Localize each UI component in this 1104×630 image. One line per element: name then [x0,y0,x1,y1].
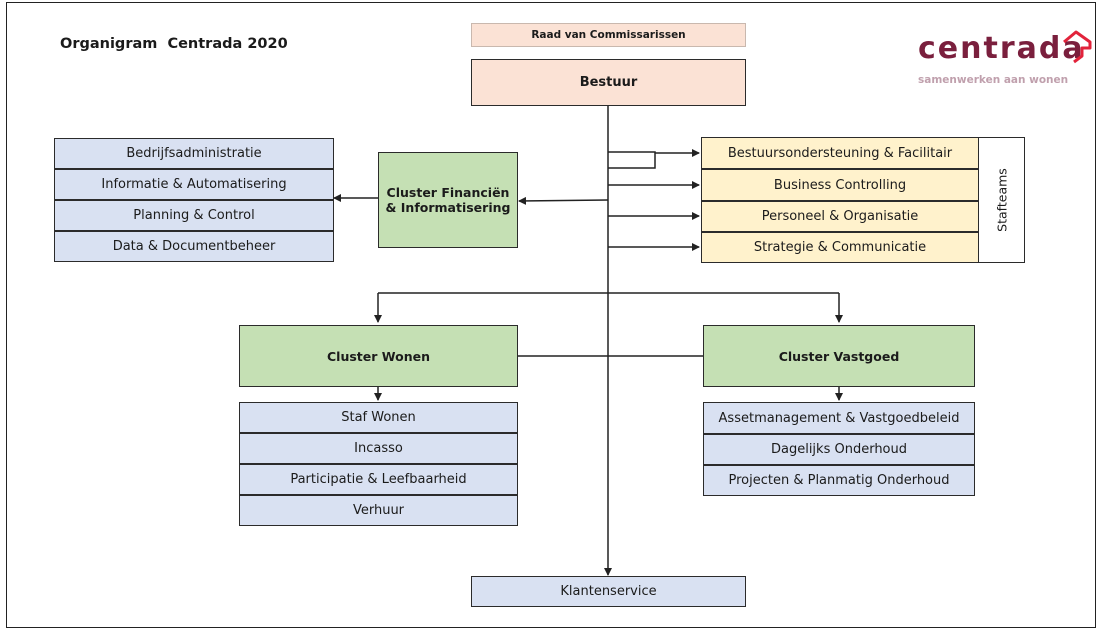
klantenservice-box: Klantenservice [471,576,746,607]
house-arrow-icon [1063,30,1092,64]
unit-informatie-automatisering: Informatie & Automatisering [54,169,334,200]
staf-personeel-organisatie: Personeel & Organisatie [701,201,979,232]
unit-planning-control: Planning & Control [54,200,334,231]
bestuur-box: Bestuur [471,59,746,106]
unit-verhuur: Verhuur [239,495,518,526]
centrada-logo: centrada samenwerken aan wonen [912,28,1098,98]
unit-bedrijfsadministratie: Bedrijfsadministratie [54,138,334,169]
unit-incasso: Incasso [239,433,518,464]
staf-bestuursondersteuning: Bestuursondersteuning & Facilitair [701,137,979,169]
raad-van-commissarissen-box: Raad van Commissarissen [471,23,746,47]
logo-wordmark: centrada [918,31,1085,66]
unit-assetmanagement-vastgoedbeleid: Assetmanagement & Vastgoedbeleid [703,402,975,434]
unit-data-documentbeheer: Data & Documentbeheer [54,231,334,262]
unit-dagelijks-onderhoud: Dagelijks Onderhoud [703,434,975,465]
logo-tagline: samenwerken aan wonen [918,74,1069,86]
stafteams-label-box: Stafteams [978,137,1025,263]
cluster-financien-box: Cluster Financiën & Informatisering [378,152,518,248]
stafteams-label: Stafteams [994,168,1009,232]
cluster-wonen-box: Cluster Wonen [239,325,518,387]
unit-staf-wonen: Staf Wonen [239,402,518,433]
page-title: Organigram Centrada 2020 [60,36,288,52]
unit-projecten-planmatig-onderhoud: Projecten & Planmatig Onderhoud [703,465,975,496]
diagram-frame [6,2,1096,628]
staf-strategie-communicatie: Strategie & Communicatie [701,232,979,263]
unit-participatie-leefbaarheid: Participatie & Leefbaarheid [239,464,518,495]
staf-business-controlling: Business Controlling [701,169,979,201]
cluster-vastgoed-box: Cluster Vastgoed [703,325,975,387]
